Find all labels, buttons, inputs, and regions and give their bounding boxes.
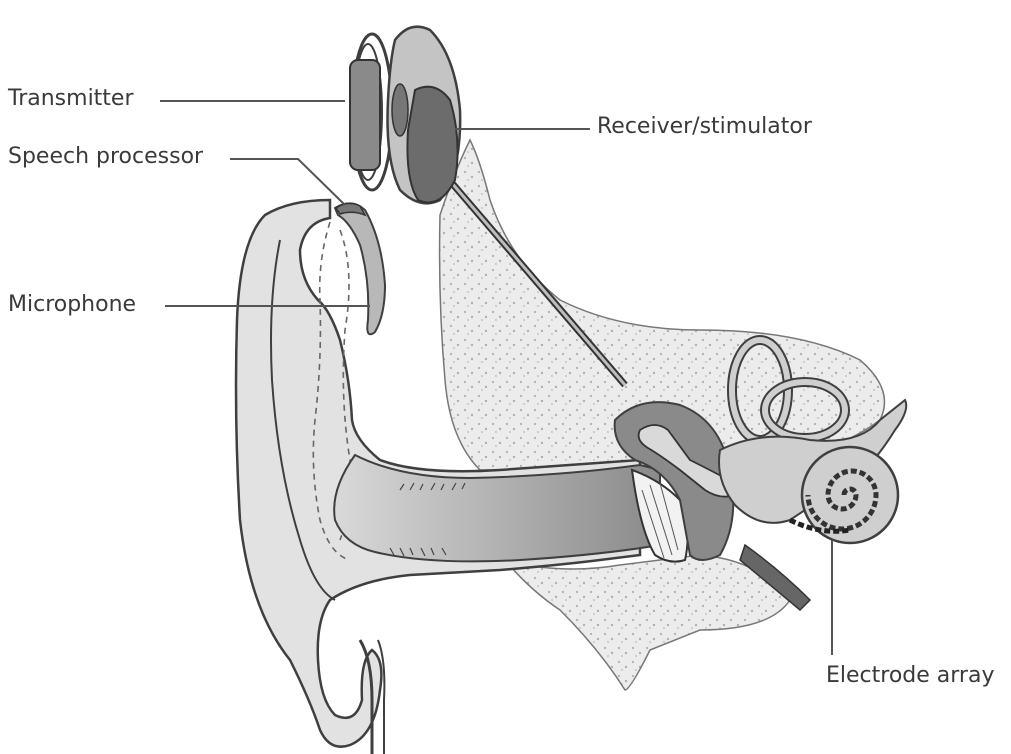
receiver-stimulator-body xyxy=(407,87,457,203)
label-transmitter: Transmitter xyxy=(8,88,134,110)
label-receiver-stimulator: Receiver/stimulator xyxy=(597,116,812,138)
leader-speech-processor xyxy=(230,159,345,205)
speech-processor-device xyxy=(335,203,385,334)
lower-bone xyxy=(505,555,790,690)
label-microphone: Microphone xyxy=(8,294,136,316)
label-electrode-array: Electrode array xyxy=(826,665,994,687)
receiver-magnet xyxy=(392,84,408,136)
label-speech-processor: Speech processor xyxy=(8,146,203,168)
transmitter-body xyxy=(350,60,380,170)
